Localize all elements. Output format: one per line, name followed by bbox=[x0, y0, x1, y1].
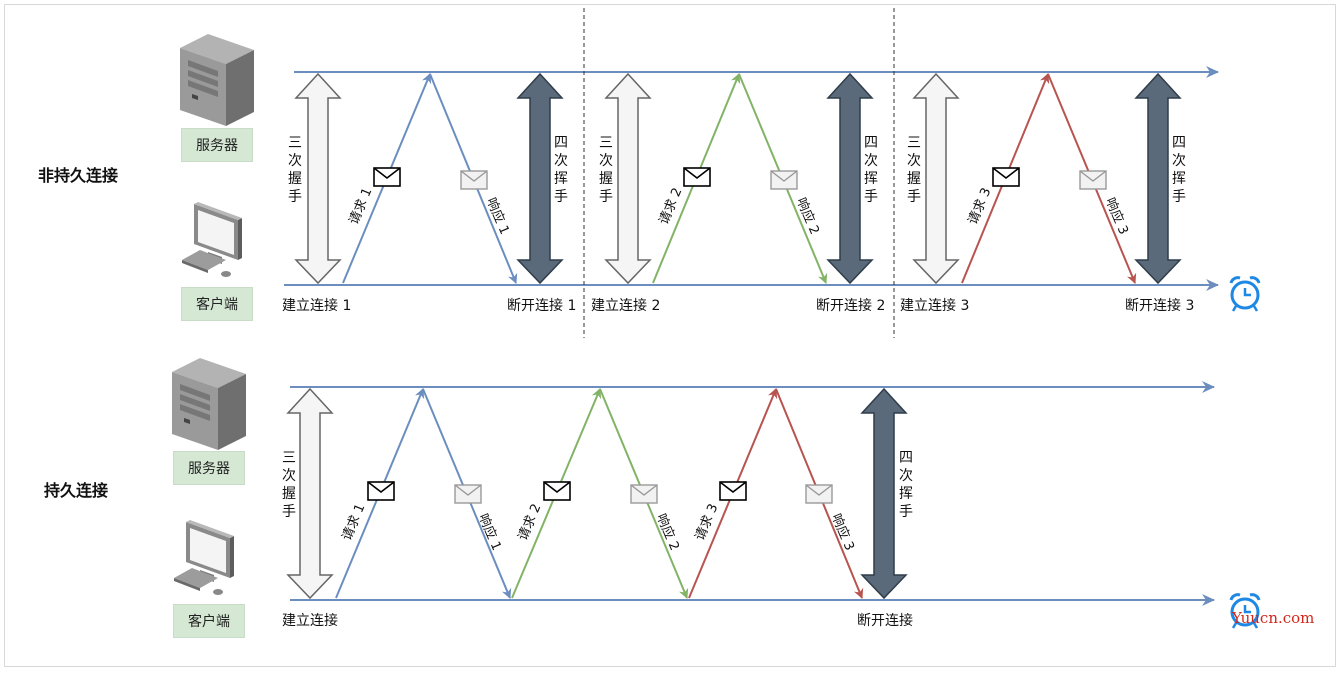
disconnect-label: 断开连接 2 bbox=[816, 295, 885, 315]
handshake-label: 三次握手 bbox=[281, 449, 297, 521]
disconnect-label: 断开连接 1 bbox=[507, 295, 576, 315]
handshake-label: 三次握手 bbox=[287, 134, 303, 206]
envelope-icon bbox=[684, 168, 710, 186]
envelope-icon bbox=[806, 485, 832, 503]
envelope-icon bbox=[631, 485, 657, 503]
computer-icon bbox=[182, 202, 242, 277]
handshake-label: 三次握手 bbox=[906, 134, 922, 206]
server-icon bbox=[180, 34, 254, 126]
disconnect-label: 断开连接 bbox=[857, 610, 913, 630]
envelope-icon bbox=[461, 171, 487, 189]
envelope-icon bbox=[993, 168, 1019, 186]
envelope-icon bbox=[544, 482, 570, 500]
envelope-icon bbox=[374, 168, 400, 186]
connect-label: 建立连接 bbox=[282, 610, 338, 630]
alarm-clock-icon bbox=[1231, 278, 1259, 311]
watermark-text: Yuucn.com bbox=[1232, 609, 1314, 627]
envelope-icon bbox=[455, 485, 481, 503]
handshake-label: 三次握手 bbox=[598, 134, 614, 206]
section-title-persistent: 持久连接 bbox=[44, 477, 108, 501]
envelope-icon bbox=[1080, 171, 1106, 189]
server-icon bbox=[172, 358, 246, 450]
connect-label: 建立连接 3 bbox=[900, 295, 969, 315]
disconnect-label: 断开连接 3 bbox=[1125, 295, 1194, 315]
connect-label: 建立连接 1 bbox=[282, 295, 351, 315]
connect-label: 建立连接 2 bbox=[591, 295, 660, 315]
envelope-icon bbox=[368, 482, 394, 500]
wave-label: 四次挥手 bbox=[553, 134, 569, 206]
server-label: 服务器 bbox=[173, 451, 245, 485]
client-label: 客户端 bbox=[173, 604, 245, 638]
client-label: 客户端 bbox=[181, 287, 253, 321]
envelope-icon bbox=[720, 482, 746, 500]
section-title-nonpersistent: 非持久连接 bbox=[38, 162, 118, 186]
wave-label: 四次挥手 bbox=[863, 134, 879, 206]
wave-label: 四次挥手 bbox=[1171, 134, 1187, 206]
envelope-icon bbox=[771, 171, 797, 189]
computer-icon bbox=[174, 520, 234, 595]
server-label: 服务器 bbox=[181, 128, 253, 162]
wave-label: 四次挥手 bbox=[898, 449, 914, 521]
